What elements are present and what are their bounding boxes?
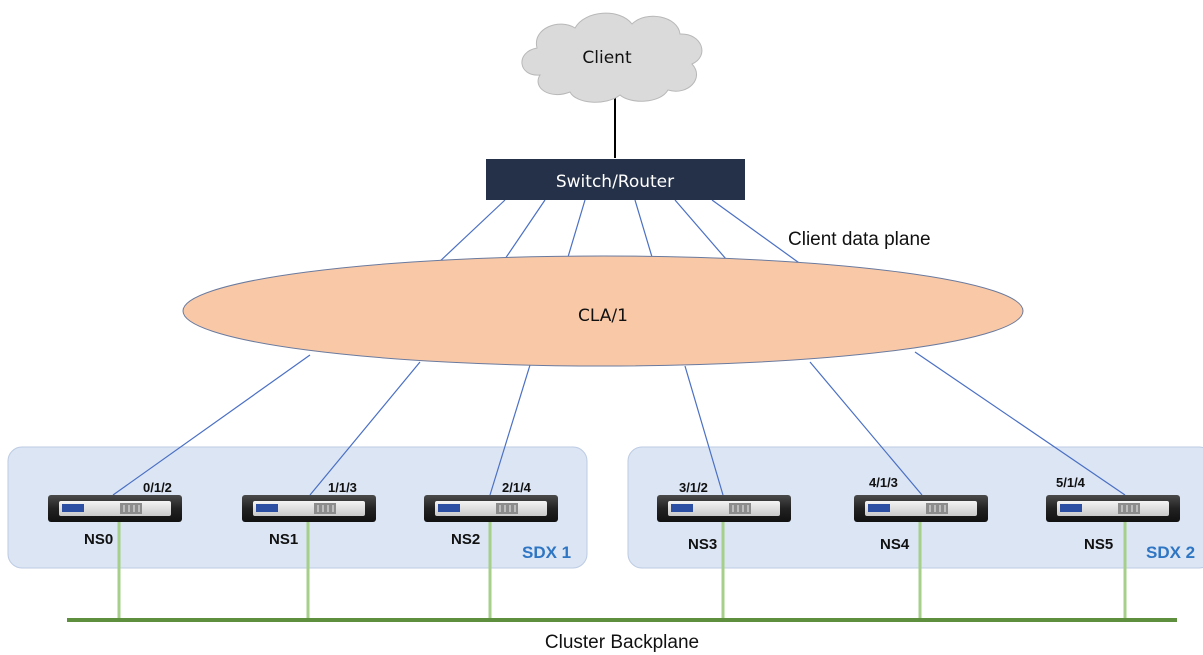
port-label-ns5: 5/1/4	[1056, 475, 1086, 490]
uplink-6	[711, 199, 803, 266]
node-name-ns1: NS1	[269, 531, 298, 548]
appliance-face	[253, 501, 365, 516]
switch-router-box	[486, 159, 745, 200]
port-labels: 0/1/2 1/1/3 2/1/4 3/1/2 4/1/3 5/1/4	[143, 475, 1086, 495]
cla-to-node-links	[112, 351, 1126, 496]
backplane-drops	[117, 517, 1127, 620]
appliance-vent	[496, 503, 518, 514]
cloud-shape	[521, 12, 703, 103]
node-ns3	[657, 495, 791, 522]
uplink-3	[567, 199, 586, 258]
uplink-4	[634, 199, 653, 258]
appliance-vent	[926, 503, 948, 514]
downlink-ns5	[914, 351, 1126, 496]
port-label-ns2: 2/1/4	[502, 480, 532, 495]
port-label-ns0: 0/1/2	[143, 480, 172, 495]
sdx-2-label: SDX 2	[1146, 543, 1195, 562]
uplink-5	[674, 199, 727, 260]
node-name-ns4: NS4	[880, 536, 910, 553]
appliance-badge	[256, 504, 278, 512]
appliance-face	[435, 501, 547, 516]
appliance-vent	[1118, 503, 1140, 514]
node-ns2	[424, 495, 558, 522]
node-name-ns0: NS0	[84, 531, 113, 548]
client-cloud: Client	[521, 12, 703, 103]
client-data-plane-label: Client data plane	[788, 229, 931, 250]
node-name-labels: NS0 NS1 NS2 NS3 NS4 NS5	[84, 531, 1113, 553]
appliance-face	[59, 501, 171, 516]
port-label-ns4: 4/1/3	[869, 475, 898, 490]
node-name-ns3: NS3	[688, 536, 717, 553]
appliance-vent	[314, 503, 336, 514]
cluster-backplane-label: Cluster Backplane	[545, 632, 699, 653]
appliance-face	[668, 501, 780, 516]
appliance-face	[865, 501, 977, 516]
node-ns5	[1046, 495, 1180, 522]
cla-label: CLA/1	[578, 306, 628, 326]
switch-to-cla-links	[436, 199, 803, 266]
appliance-badge	[438, 504, 460, 512]
appliance-face	[1057, 501, 1169, 516]
downlink-ns1	[309, 361, 421, 496]
cla-ellipse	[182, 255, 1024, 367]
appliance-badge	[868, 504, 890, 512]
node-ns4	[854, 495, 988, 522]
node-name-ns5: NS5	[1084, 536, 1113, 553]
downlink-ns2	[489, 364, 531, 496]
downlink-ns3	[684, 365, 724, 496]
downlink-ns4	[809, 361, 923, 496]
appliance-badge	[62, 504, 84, 512]
uplink-1	[436, 199, 506, 265]
switch-router-label: Switch/Router	[556, 172, 674, 192]
switch-router: Switch/Router	[486, 159, 745, 200]
node-ns0	[48, 495, 182, 522]
uplink-2	[504, 199, 546, 260]
sdx-labels: SDX 1 SDX 2	[522, 543, 1195, 562]
client-label: Client	[582, 48, 632, 68]
appliance-vent	[729, 503, 751, 514]
appliance-badge	[1060, 504, 1082, 512]
appliance-vent	[120, 503, 142, 514]
port-label-ns3: 3/1/2	[679, 480, 708, 495]
cla-channel: CLA/1	[182, 255, 1024, 367]
port-label-ns1: 1/1/3	[328, 480, 357, 495]
sdx-1-label: SDX 1	[522, 543, 571, 562]
node-name-ns2: NS2	[451, 531, 480, 548]
downlink-ns0	[112, 354, 311, 496]
appliance-badge	[671, 504, 693, 512]
node-ns1	[242, 495, 376, 522]
